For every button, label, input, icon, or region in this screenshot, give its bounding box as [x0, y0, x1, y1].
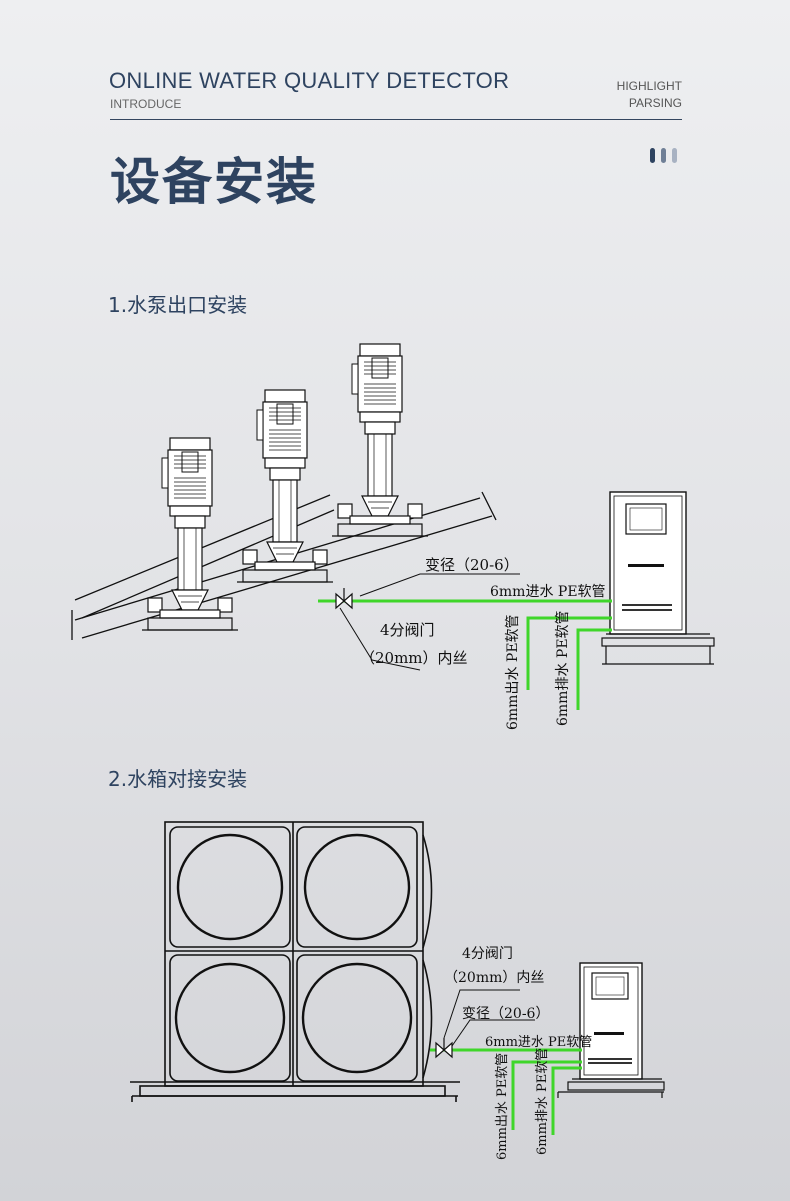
section2-heading: 2.水箱对接安装 — [108, 767, 248, 791]
s2-outlet-label: 6mm出水 PE软管 — [495, 1053, 510, 1160]
s2-valve-label-2: （20mm）内丝 — [444, 970, 544, 986]
tank-installation-diagram: 4分阀门 （20mm）内丝 变径（20-6） 6mm进水 PE软管 6mm出水 … — [130, 821, 665, 1160]
header-right-line1: HIGHLIGHT — [616, 79, 682, 93]
s1-outlet-label: 6mm出水 PE软管 — [505, 614, 521, 730]
pe-pipes — [318, 599, 612, 710]
valve-2 — [435, 1038, 453, 1059]
s2-reducer-label: 变径（20-6） — [462, 1006, 549, 1022]
header-title: ONLINE WATER QUALITY DETECTOR — [109, 68, 510, 93]
s2-valve-label-1: 4分阀门 — [462, 946, 513, 962]
pump-1 — [141, 437, 239, 631]
header-subtitle: INTRODUCE — [110, 97, 182, 111]
bar-1 — [650, 148, 655, 163]
header-right-line2: PARSING — [628, 96, 682, 110]
s1-valve-label-1: 4分阀门 — [380, 621, 435, 639]
s1-valve-label-2: （20mm）内丝 — [360, 649, 468, 667]
page-title: 设备安装 — [110, 153, 318, 211]
section1-heading: 1.水泵出口安装 — [108, 293, 248, 317]
pump-installation-diagram: 变径（20-6） 6mm进水 PE软管 4分阀门 （20mm）内丝 6mm出水 … — [71, 343, 715, 730]
bar-2 — [661, 148, 666, 163]
pump-3 — [331, 343, 429, 537]
water-quality-device-1 — [601, 491, 715, 665]
s1-inlet-label: 6mm进水 PE软管 — [490, 584, 606, 600]
header-divider — [110, 119, 682, 120]
pump-2 — [236, 389, 334, 583]
s1-reducer-label: 变径（20-6） — [425, 556, 519, 574]
bar-3 — [672, 148, 677, 163]
water-tank — [130, 821, 460, 1102]
pe-pipes-2 — [430, 1048, 582, 1135]
valve-1 — [335, 588, 353, 610]
s2-inlet-label: 6mm进水 PE软管 — [485, 1035, 592, 1050]
water-quality-device-2 — [557, 962, 665, 1098]
s1-drain-label: 6mm排水 PE软管 — [555, 610, 571, 726]
s2-drain-label: 6mm排水 PE软管 — [535, 1048, 550, 1155]
